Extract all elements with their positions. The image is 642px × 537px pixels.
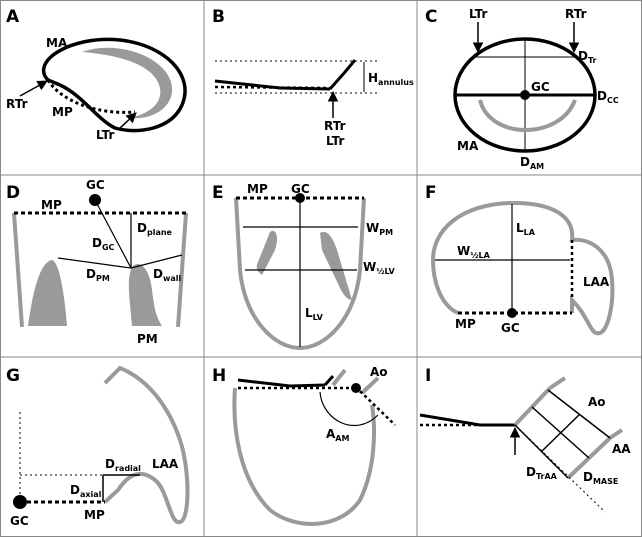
gc-point-g bbox=[13, 495, 27, 509]
label-rtr-b: RTr bbox=[324, 119, 346, 133]
leaflet-curve-a bbox=[82, 47, 173, 119]
label-mp-d: MP bbox=[41, 198, 62, 212]
label-l-la: LLA bbox=[516, 221, 536, 237]
papillary-muscle-e-right bbox=[320, 231, 352, 300]
label-mp-g: MP bbox=[84, 508, 105, 522]
label-w-pm: WPM bbox=[366, 221, 393, 237]
annulus-rise-h bbox=[323, 375, 335, 386]
panel-letter-d: D bbox=[6, 183, 20, 203]
papillary-muscle-right bbox=[128, 263, 162, 326]
mase-line-i bbox=[514, 424, 606, 513]
label-d-am: DAM bbox=[520, 155, 544, 171]
d-wall-line bbox=[130, 254, 183, 269]
panel-e: E MP GC WPM W½LV LLV bbox=[212, 182, 396, 351]
label-mp: MP bbox=[52, 105, 73, 119]
label-mp-f: MP bbox=[455, 317, 476, 331]
label-rtr: RTr bbox=[6, 97, 28, 111]
label-d-radial: Dradial bbox=[105, 457, 141, 473]
d-gc-line bbox=[94, 199, 132, 269]
label-pm-d: PM bbox=[137, 332, 158, 346]
d-pm-line bbox=[57, 257, 132, 269]
label-d-mase: DMASE bbox=[583, 470, 618, 486]
panel-h: H Ao AAM bbox=[212, 365, 396, 526]
label-aa-i: AA bbox=[612, 442, 631, 456]
label-h-annulus: Hannulus bbox=[368, 71, 414, 87]
mitral-annulus-outline bbox=[41, 37, 187, 133]
panel-a: A MA RTr MP LTr bbox=[6, 7, 187, 142]
label-laa-f: LAA bbox=[583, 275, 610, 289]
label-d-wall: Dwall bbox=[153, 267, 182, 283]
panel-letter-i: I bbox=[425, 366, 431, 386]
label-ltr-b: LTr bbox=[326, 134, 345, 148]
gc-point-f bbox=[507, 308, 517, 318]
label-gc-e: GC bbox=[291, 182, 310, 196]
label-gc-g: GC bbox=[10, 514, 29, 528]
label-ltr-c: LTr bbox=[469, 7, 488, 21]
angle-arc-h bbox=[319, 391, 379, 427]
mitral-posterior-dotted bbox=[46, 79, 136, 114]
papillary-muscle-e-left bbox=[256, 230, 278, 275]
aortic-root-grid bbox=[514, 389, 611, 479]
panel-letter-c: C bbox=[425, 7, 437, 27]
label-rtr-c: RTr bbox=[565, 7, 587, 21]
panel-letter-a: A bbox=[6, 7, 20, 27]
annulus-solid-i bbox=[419, 413, 515, 427]
ventricle-walls-d bbox=[12, 212, 188, 328]
label-d-axial: Daxial bbox=[70, 483, 102, 499]
label-l-lv: LLV bbox=[305, 306, 324, 322]
panel-b: B Hannulus RTr LTr bbox=[212, 7, 414, 148]
panel-c: C GC LTr RTr DTr DCC MA DAM bbox=[425, 7, 619, 171]
label-w-half-la: W½LA bbox=[457, 244, 491, 260]
label-gc-c: GC bbox=[531, 80, 550, 94]
panel-letter-b: B bbox=[212, 7, 225, 27]
label-ma-c: MA bbox=[457, 139, 479, 153]
label-d-gc: DGC bbox=[92, 236, 115, 252]
hinge-point-h bbox=[351, 383, 361, 393]
annulus-solid-h bbox=[237, 378, 326, 388]
laa-outline-g bbox=[103, 365, 190, 524]
gc-point-c bbox=[520, 90, 530, 100]
label-gc-f: GC bbox=[501, 321, 520, 335]
annulus-rise bbox=[328, 59, 357, 90]
label-d-traa: DTrAA bbox=[526, 465, 558, 481]
label-d-tr: DTr bbox=[578, 49, 597, 65]
panel-letter-g: G bbox=[6, 366, 20, 386]
annulus-profile-dotted bbox=[214, 85, 331, 90]
panel-letter-h: H bbox=[212, 366, 226, 386]
label-mp-e: MP bbox=[247, 182, 268, 196]
label-ma: MA bbox=[46, 36, 68, 50]
panel-f: F LLA W½LA LAA MP GC bbox=[425, 183, 615, 336]
panel-i: I Ao AA DTrAA DMASE bbox=[419, 366, 631, 513]
label-d-plane: Dplane bbox=[137, 221, 173, 237]
atrium-outline-f bbox=[430, 200, 615, 336]
papillary-muscle-left bbox=[28, 260, 67, 326]
panel-g: G Dradial Daxial LAA GC MP bbox=[6, 365, 190, 528]
ventricle-outline-e bbox=[234, 197, 366, 351]
panel-letter-f: F bbox=[425, 183, 437, 203]
label-laa-g: LAA bbox=[152, 457, 179, 471]
ventricle-outline-h bbox=[232, 387, 377, 526]
aortic-walls-h bbox=[331, 368, 380, 395]
label-d-pm: DPM bbox=[86, 267, 110, 283]
label-ao-i: Ao bbox=[588, 395, 606, 409]
label-w-half-lv: W½LV bbox=[363, 260, 396, 276]
aortic-wall-top-i bbox=[548, 376, 567, 390]
panel-d: D GC MP Dplane DGC DPM Dwall PM bbox=[6, 178, 188, 346]
label-d-cc: DCC bbox=[597, 89, 619, 105]
label-a-am: AAM bbox=[326, 427, 349, 443]
label-ao-h: Ao bbox=[370, 365, 388, 379]
panel-letter-e: E bbox=[212, 183, 224, 203]
label-gc-d: GC bbox=[86, 178, 105, 192]
arrow-ltr-a bbox=[117, 112, 137, 131]
arrow-rtr-a bbox=[19, 80, 48, 97]
label-ltr: LTr bbox=[96, 128, 115, 142]
leaflet-curve-c bbox=[478, 99, 577, 132]
